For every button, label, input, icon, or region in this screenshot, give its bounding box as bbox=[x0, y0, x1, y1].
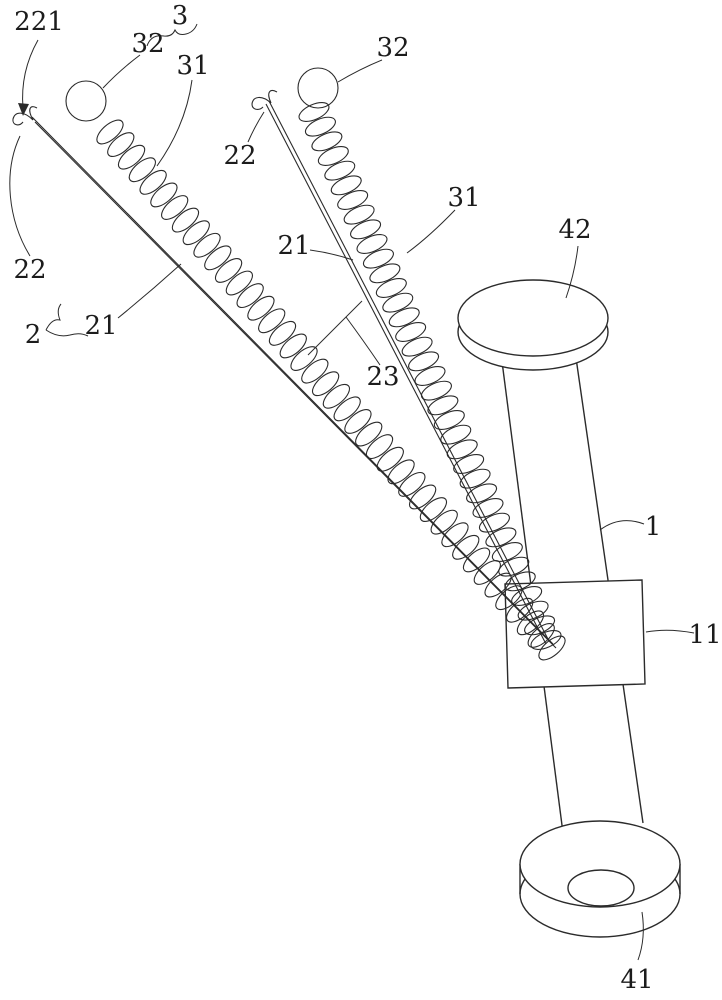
left-hook bbox=[12, 106, 38, 126]
ref-label-31-right: 31 bbox=[447, 183, 480, 213]
right-rod bbox=[265, 100, 550, 645]
leader-lines bbox=[9, 23, 695, 961]
ref-label-3: 3 bbox=[172, 1, 189, 31]
ref-label-22-left: 22 bbox=[13, 255, 46, 285]
ref-label-21-left: 21 bbox=[84, 311, 117, 341]
ring-hole bbox=[567, 869, 635, 907]
top-disc bbox=[457, 279, 609, 371]
mount-block bbox=[504, 579, 646, 689]
ref-label-21-right: 21 bbox=[277, 231, 310, 261]
ref-label-22-right: 22 bbox=[223, 141, 256, 171]
right-spring bbox=[298, 102, 562, 650]
ref-label-32-left: 32 bbox=[131, 29, 164, 59]
ref-label-41: 41 bbox=[620, 965, 653, 995]
ref-label-31-left: 31 bbox=[176, 51, 209, 81]
right-loop-circle bbox=[297, 67, 339, 109]
left-loop-circle bbox=[65, 80, 107, 122]
bottom-ring bbox=[519, 820, 681, 938]
ref-label-11: 11 bbox=[688, 620, 721, 650]
ref-label-23: 23 bbox=[366, 362, 399, 392]
left-spring bbox=[96, 119, 566, 661]
ref-label-42: 42 bbox=[558, 215, 591, 245]
right-hook bbox=[251, 89, 278, 110]
left-rod bbox=[31, 116, 557, 649]
ref-label-221: 221 bbox=[14, 7, 64, 37]
ref-label-1: 1 bbox=[645, 512, 662, 542]
ref-label-2: 2 bbox=[25, 320, 42, 350]
ref-label-32-right: 32 bbox=[376, 33, 409, 63]
